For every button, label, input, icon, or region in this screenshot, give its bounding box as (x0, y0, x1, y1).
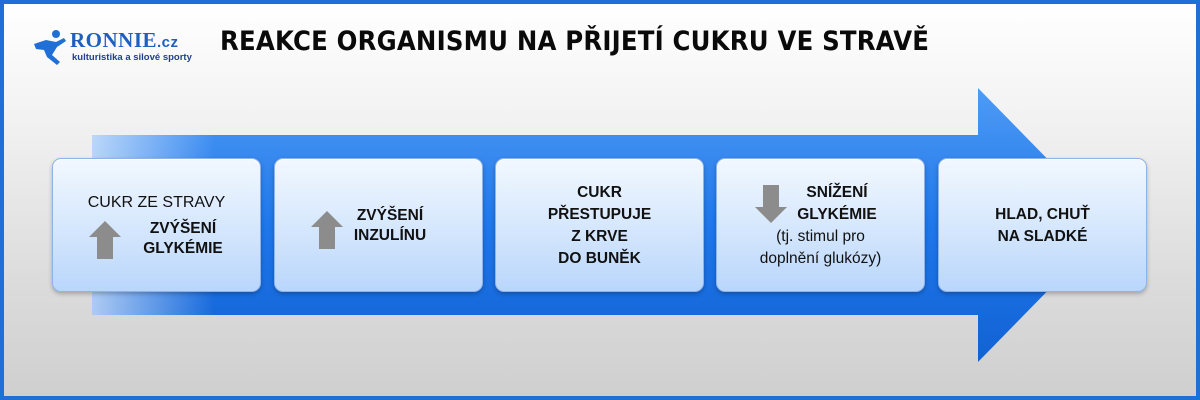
step-3-line-4: DO BUNĚK (558, 250, 641, 267)
step-3-line-3: Z KRVE (571, 228, 628, 245)
step-3-line-2: PŘESTUPUJE (547, 206, 652, 223)
ronnie-logo[interactable]: RONNIE.cz kulturistika a silové sporty (30, 28, 200, 68)
step-4-note-a: (tj. stimul pro (776, 228, 865, 245)
runner-icon (34, 30, 66, 65)
step-box-5: HLAD, CHUŤ NA SLADKÉ (938, 158, 1147, 292)
step-2-label-b: INZULÍNU (353, 227, 427, 244)
down-arrow-icon (755, 185, 787, 223)
up-arrow-icon (311, 211, 343, 249)
step-box-1: CUKR ZE STRAVY ZVÝŠENÍ GLYKÉMIE (52, 158, 261, 292)
step-1-label-a: ZVÝŠENÍ (149, 220, 217, 237)
step-1-label-b: GLYKÉMIE (143, 240, 223, 257)
step-5-line-1: HLAD, CHUŤ (995, 206, 1090, 223)
step-box-4: SNÍŽENÍ GLYKÉMIE (tj. stimul pro doplněn… (716, 158, 925, 292)
step-4-label-a: SNÍŽENÍ (806, 184, 868, 201)
logo-wordmark: RONNIE.cz (70, 28, 179, 52)
step-3-line-1: CUKR (577, 184, 622, 201)
page-title: REAKCE ORGANISMU NA PŘIJETÍ CUKRU VE STR… (220, 26, 930, 57)
logo-tagline: kulturistika a silové sporty (72, 52, 192, 63)
step-box-3: CUKR PŘESTUPUJE Z KRVE DO BUNĚK (495, 158, 704, 292)
step-4-label-b: GLYKÉMIE (797, 206, 877, 223)
step-5-line-2: NA SLADKÉ (997, 228, 1088, 245)
step-box-2: ZVÝŠENÍ INZULÍNU (274, 158, 483, 292)
step-4-note-b: doplnění glukózy) (759, 250, 882, 267)
up-arrow-icon (89, 221, 121, 259)
step-2-label-a: ZVÝŠENÍ (356, 207, 424, 224)
step-1-source: CUKR ZE STRAVY (87, 194, 226, 211)
